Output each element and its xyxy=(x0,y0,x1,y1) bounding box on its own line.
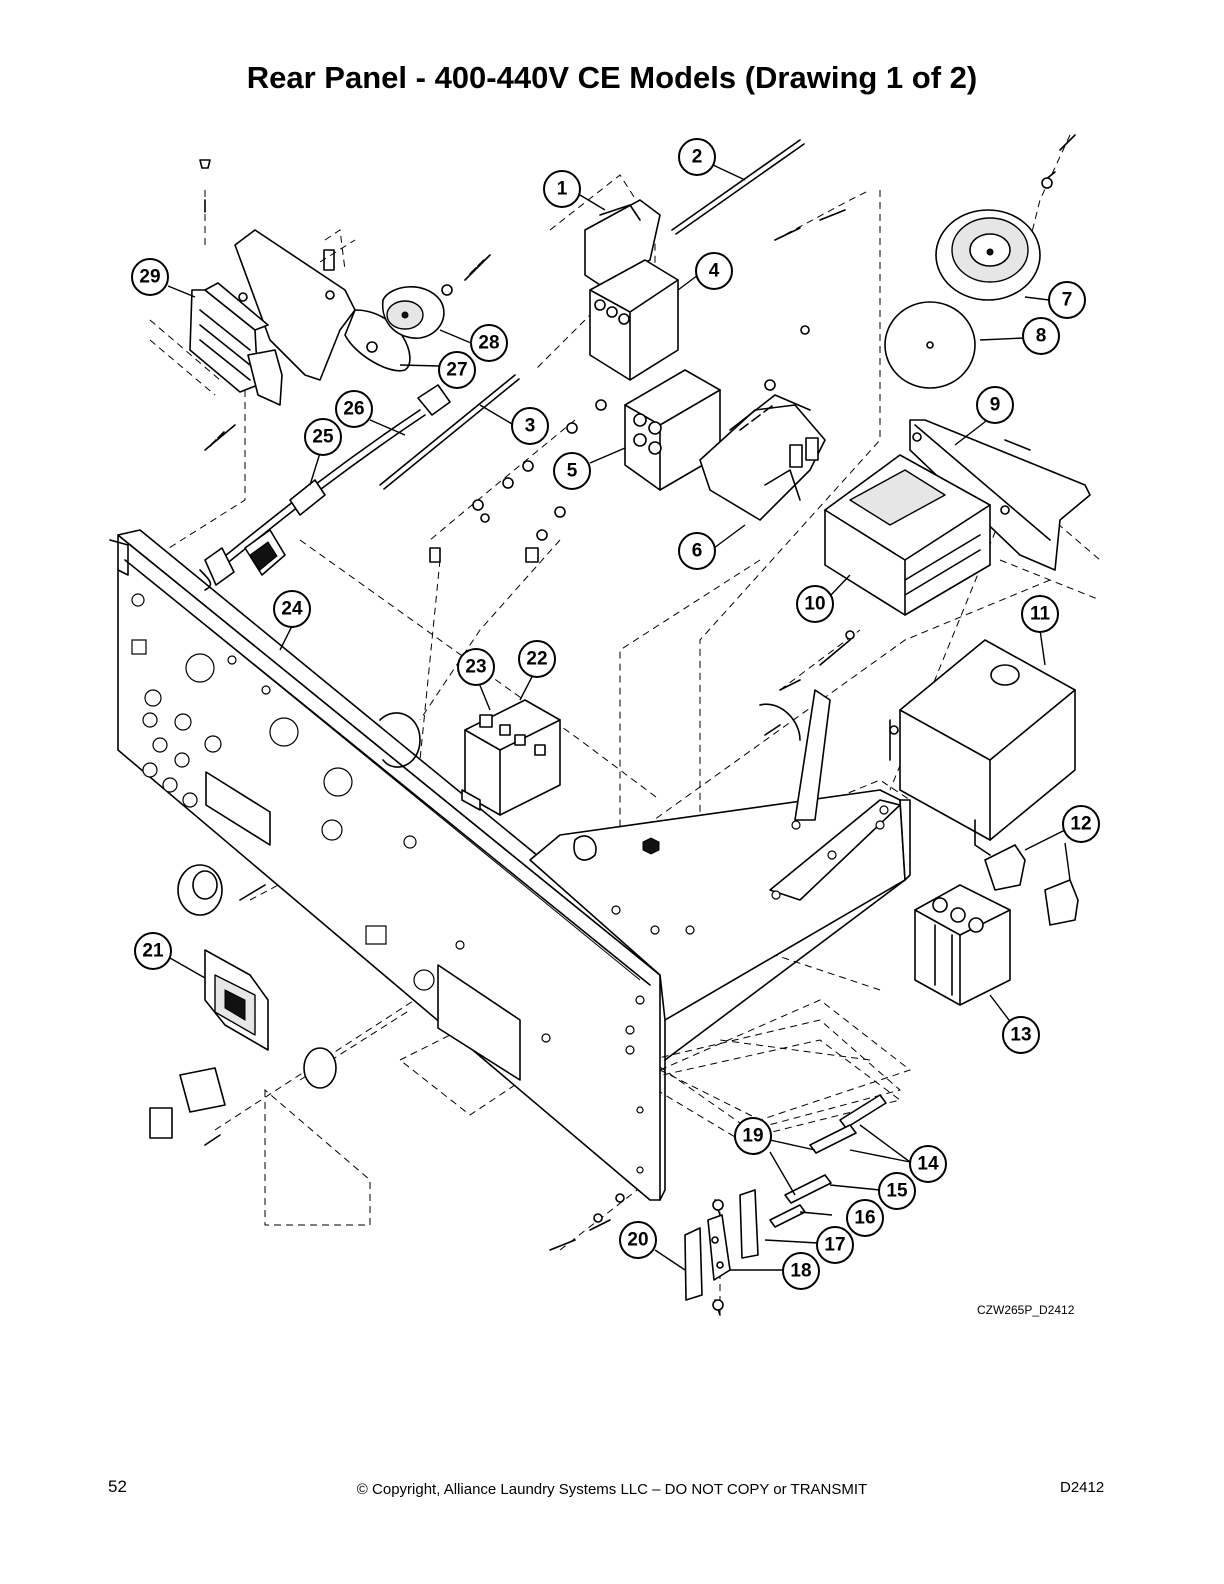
callout-24: 24 xyxy=(273,590,311,628)
document-code: D2412 xyxy=(1060,1479,1105,1496)
svg-text:2: 2 xyxy=(692,147,703,168)
svg-text:5: 5 xyxy=(567,461,578,482)
svg-text:23: 23 xyxy=(465,657,486,678)
callout-4: 4 xyxy=(695,252,733,290)
svg-text:15: 15 xyxy=(886,1181,908,1202)
brackets-and-transformers xyxy=(824,419,1091,856)
callout-23: 23 xyxy=(457,648,495,686)
callout-21: 21 xyxy=(134,932,172,970)
svg-text:25: 25 xyxy=(312,427,334,448)
svg-text:9: 9 xyxy=(990,395,1001,416)
callout-5: 5 xyxy=(553,452,591,490)
callout-8: 8 xyxy=(1022,317,1060,355)
callout-25: 25 xyxy=(304,418,342,456)
fuses-and-holders xyxy=(684,1094,887,1301)
relays-contactor-transformer xyxy=(584,199,826,521)
callout-26: 26 xyxy=(335,390,373,428)
svg-text:19: 19 xyxy=(742,1126,763,1147)
callout-11: 11 xyxy=(1021,595,1059,633)
callout-2: 2 xyxy=(678,138,716,176)
callout-19: 19 xyxy=(734,1117,772,1155)
svg-text:22: 22 xyxy=(526,649,547,670)
svg-text:7: 7 xyxy=(1062,290,1073,311)
callout-7: 7 xyxy=(1048,281,1086,319)
svg-text:24: 24 xyxy=(281,599,303,620)
callout-17: 17 xyxy=(816,1226,854,1264)
callout-13: 13 xyxy=(1002,1016,1040,1054)
svg-text:27: 27 xyxy=(446,360,467,381)
svg-text:3: 3 xyxy=(525,416,536,437)
svg-text:16: 16 xyxy=(854,1208,875,1229)
svg-text:21: 21 xyxy=(142,941,164,962)
callout-12: 12 xyxy=(1062,805,1100,843)
fuse-holder-assembly xyxy=(914,844,1079,1006)
callout-18: 18 xyxy=(782,1252,820,1290)
svg-text:11: 11 xyxy=(1030,604,1051,625)
speaker-and-disk xyxy=(884,209,1041,389)
terminal-block-bracket-buzzer xyxy=(189,229,445,406)
callout-27: 27 xyxy=(438,351,476,389)
rear-panel xyxy=(109,529,911,1201)
drawing-code: CZW265P_D2412 xyxy=(977,1303,1075,1317)
svg-text:26: 26 xyxy=(343,399,364,420)
svg-text:10: 10 xyxy=(804,594,825,615)
svg-text:18: 18 xyxy=(790,1261,811,1282)
svg-text:8: 8 xyxy=(1036,326,1047,347)
callout-29: 29 xyxy=(131,258,169,296)
callout-1: 1 xyxy=(543,170,581,208)
callout-14: 14 xyxy=(909,1145,947,1183)
callout-9: 9 xyxy=(976,386,1014,424)
callout-3: 3 xyxy=(511,407,549,445)
svg-text:28: 28 xyxy=(478,333,499,354)
rotary-switch-assembly xyxy=(149,864,337,1139)
svg-text:6: 6 xyxy=(692,541,703,562)
svg-text:1: 1 xyxy=(557,179,568,200)
callout-22: 22 xyxy=(518,640,556,678)
svg-text:14: 14 xyxy=(917,1154,939,1175)
callout-6: 6 xyxy=(678,532,716,570)
callout-16: 16 xyxy=(846,1199,884,1237)
svg-text:12: 12 xyxy=(1070,814,1091,835)
svg-text:13: 13 xyxy=(1010,1025,1031,1046)
page-number: 52 xyxy=(108,1477,127,1496)
callout-15: 15 xyxy=(878,1172,916,1210)
svg-text:29: 29 xyxy=(139,267,160,288)
rods-and-wire-harness xyxy=(199,139,805,591)
callout-20: 20 xyxy=(619,1221,657,1259)
copyright-notice: © Copyright, Alliance Laundry Systems LL… xyxy=(356,1481,868,1498)
callout-28: 28 xyxy=(470,324,508,362)
svg-text:4: 4 xyxy=(709,261,720,282)
page-title: Rear Panel - 400-440V CE Models (Drawing… xyxy=(246,60,978,95)
svg-text:17: 17 xyxy=(824,1235,845,1256)
fastener-hardware xyxy=(124,134,1076,1316)
svg-text:20: 20 xyxy=(627,1230,648,1251)
contactor-assembly xyxy=(461,699,561,816)
callout-leaders xyxy=(167,164,1071,1271)
callout-10: 10 xyxy=(796,585,834,623)
